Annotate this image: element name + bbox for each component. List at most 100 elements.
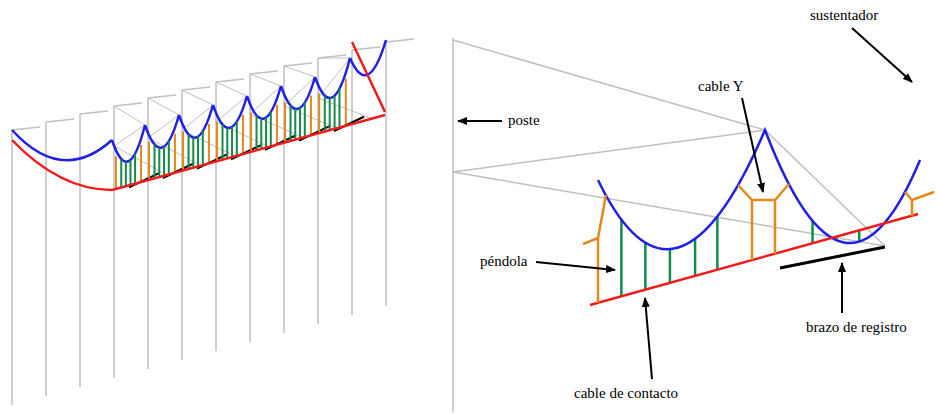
y-dropper <box>284 102 286 142</box>
y-dropper <box>216 121 218 161</box>
part-label: brazo de registro <box>804 318 909 336</box>
support-line <box>114 106 145 125</box>
dropper <box>299 108 301 139</box>
support-line <box>453 40 765 130</box>
post-bracket <box>284 63 312 66</box>
dropper <box>231 127 233 157</box>
dropper <box>270 112 272 146</box>
post-line <box>45 122 47 396</box>
dropper <box>324 96 326 132</box>
post-line <box>79 114 81 387</box>
dropper <box>236 122 238 156</box>
part-label: cable Y <box>696 77 746 95</box>
dropper <box>192 138 194 168</box>
y-dropper <box>174 134 176 173</box>
dropper <box>158 148 160 177</box>
dropper <box>339 89 341 128</box>
y-dropper <box>318 93 320 133</box>
dropper <box>694 239 697 276</box>
y-dropper <box>115 156 117 189</box>
dropper <box>256 115 258 150</box>
registration-arm <box>780 247 885 268</box>
support-line <box>250 74 281 86</box>
dropper <box>669 249 672 283</box>
post-bracket <box>148 95 176 98</box>
y-dropper <box>310 96 312 136</box>
contact-wire <box>112 115 385 190</box>
y-dropper <box>208 124 210 164</box>
dropper <box>811 221 814 243</box>
post-bracket <box>114 103 142 106</box>
messenger-wire <box>598 130 920 249</box>
support-line <box>284 66 315 77</box>
dropper <box>290 105 292 141</box>
dropper <box>304 103 306 137</box>
support-line <box>182 90 213 105</box>
messenger-wire <box>350 40 386 75</box>
post-bracket <box>12 127 40 130</box>
dropper <box>202 131 204 165</box>
post-bracket <box>46 119 74 122</box>
dropper <box>644 243 647 290</box>
dropper <box>154 144 156 178</box>
dropper <box>222 124 224 159</box>
messenger-wire <box>213 96 247 128</box>
y-dropper <box>148 141 150 179</box>
y-cable-wire <box>905 192 934 200</box>
part-label: péndola <box>478 252 529 270</box>
dropper <box>620 220 623 297</box>
dropper <box>129 160 131 185</box>
leader-arrow <box>841 263 843 313</box>
dropper <box>188 134 190 169</box>
dropper <box>716 216 719 269</box>
y-cable-wire <box>583 195 606 244</box>
y-dropper <box>250 112 252 151</box>
dropper <box>260 119 262 149</box>
leader-arrow <box>536 262 615 270</box>
post-line <box>351 50 353 315</box>
y-cable-wire <box>738 184 789 200</box>
y-dropper <box>911 200 914 216</box>
post-line <box>452 38 454 412</box>
dropper <box>329 98 331 130</box>
dropper <box>163 147 165 176</box>
dropper <box>294 109 296 140</box>
post-bracket <box>182 87 210 90</box>
dropper <box>168 141 170 174</box>
contact-wire <box>590 214 918 305</box>
messenger-wire <box>315 58 350 98</box>
messenger-wire <box>247 86 281 119</box>
messenger-wire <box>281 77 315 109</box>
post-bracket <box>386 39 414 42</box>
dropper <box>334 96 336 129</box>
support-line <box>453 130 765 172</box>
dropper <box>125 162 127 186</box>
part-label: sustentador <box>808 6 880 24</box>
part-label: cable de contacto <box>572 384 680 402</box>
post-line <box>11 130 13 405</box>
leader-arrow <box>742 98 763 192</box>
y-dropper <box>345 79 347 126</box>
y-dropper <box>774 200 777 254</box>
post-bracket <box>80 111 108 114</box>
dropper <box>858 230 861 241</box>
leader-arrows <box>458 28 912 379</box>
dropper <box>265 118 267 148</box>
part-label: poste <box>506 111 542 129</box>
y-dropper <box>242 115 244 154</box>
y-cable <box>583 184 934 303</box>
leader-arrow <box>852 28 912 82</box>
messenger-wire <box>179 105 213 138</box>
messenger-wire <box>145 115 179 148</box>
y-dropper <box>751 200 754 260</box>
y-dropper <box>140 145 142 182</box>
dropper <box>197 137 199 167</box>
post-bracket <box>250 71 278 74</box>
dropper <box>226 128 228 159</box>
y-dropper <box>597 238 600 303</box>
support-line <box>148 98 179 115</box>
dropper <box>134 154 136 184</box>
contact-wire <box>352 42 385 112</box>
leader-arrow <box>645 298 652 379</box>
